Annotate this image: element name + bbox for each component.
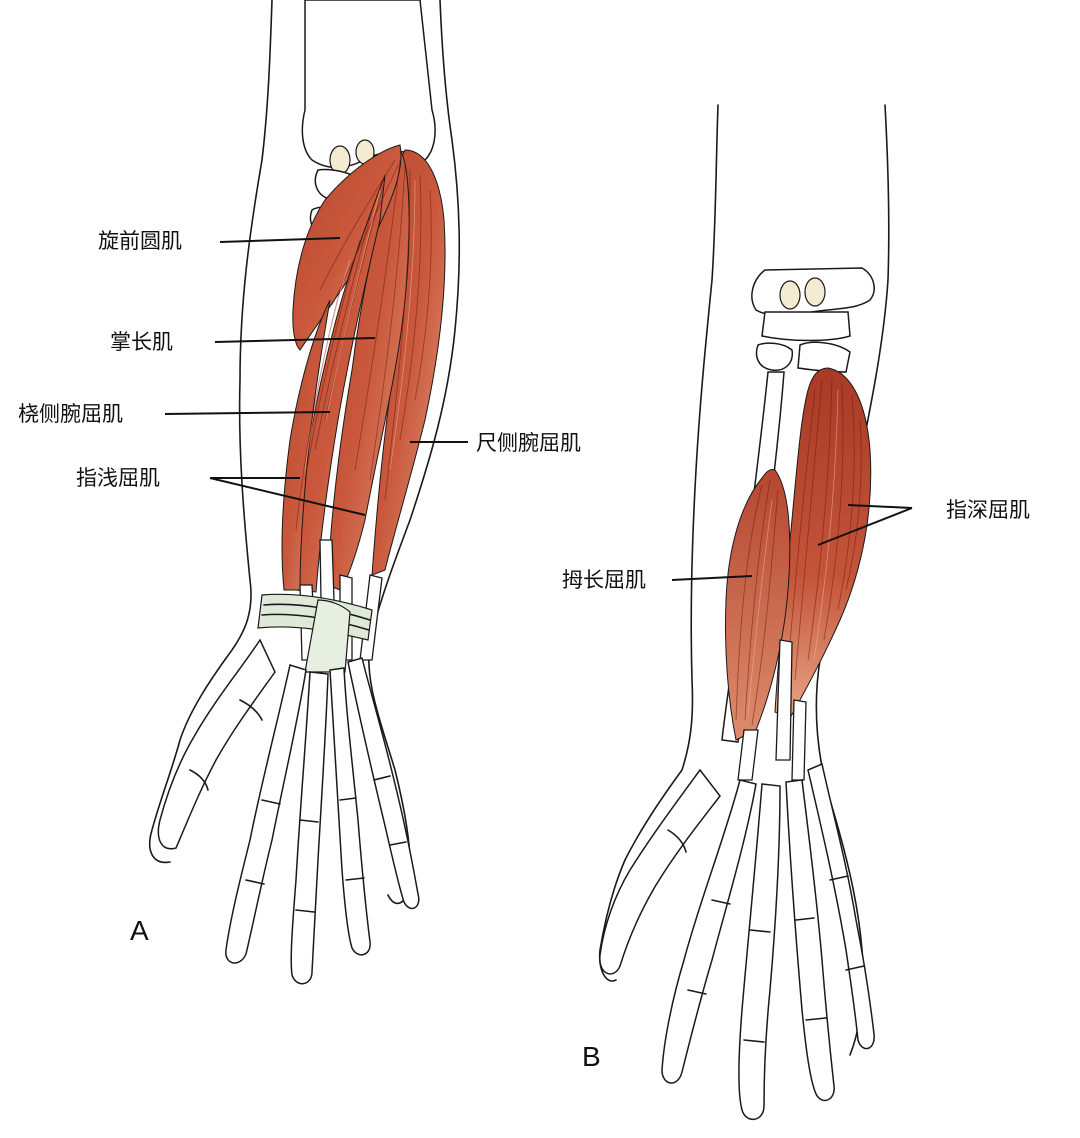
index-joint-2 [245, 879, 265, 885]
ring-b-joint-1 [795, 917, 815, 921]
tendon-b-2 [791, 699, 807, 781]
radius-head-b [755, 342, 794, 371]
little-finger-a [347, 657, 420, 910]
panel-b: 指深屈肌 拇长屈肌 B [562, 104, 1030, 1120]
arm-outline-a-right [367, 0, 461, 905]
middle-joint-2 [295, 909, 315, 913]
tendon-b-1 [775, 639, 793, 761]
label-flexor-digitorum-profundus: 指深屈肌 [946, 498, 1030, 522]
little-joint-1 [373, 775, 391, 781]
label-flexor-carpi-radialis: 桡侧腕屈肌 [18, 402, 123, 426]
trochlea-b-1 [779, 280, 801, 310]
muscle-fibers-a [295, 159, 432, 531]
little-b-joint-1 [829, 875, 849, 881]
thumb-joint [239, 699, 263, 721]
ring-finger-b [785, 779, 835, 1102]
middle-finger-a [290, 671, 329, 985]
leader-fdp-1 [847, 504, 913, 509]
palmar-aponeurosis-a [304, 599, 351, 673]
label-pronator-teres: 旋前圆肌 [98, 229, 182, 253]
trochlea-b-2 [804, 277, 826, 307]
panel-letter-b: B [582, 1041, 601, 1072]
leader-fpl [671, 575, 753, 581]
hand-a [157, 638, 420, 985]
hand-b [599, 762, 875, 1120]
ring-finger-a [329, 667, 371, 956]
leader-palmaris-longus [214, 337, 376, 343]
middle-b-joint-2 [743, 1039, 765, 1043]
leader-fdp-2 [817, 507, 913, 546]
arm-outline-a-left [148, 0, 273, 864]
arm-outline-b-left [598, 104, 719, 982]
middle-finger-b [738, 783, 781, 1120]
ring-joint-2 [345, 877, 365, 881]
panel-a: 旋前圆肌 掌长肌 桡侧腕屈肌 指浅屈肌 尺侧腕屈肌 A [18, 0, 581, 985]
little-b-joint-2 [845, 965, 865, 971]
leader-fds-2 [209, 477, 366, 516]
ulna-b [761, 311, 851, 342]
leader-pronator-teres [219, 237, 341, 243]
label-palmaris-longus: 掌长肌 [110, 330, 173, 354]
label-flexor-digitorum-superficialis: 指浅屈肌 [76, 466, 160, 490]
label-flexor-carpi-ulnaris: 尺侧腕屈肌 [476, 431, 581, 455]
tendon-b-3 [737, 729, 759, 781]
label-flexor-pollicis-longus: 拇长屈肌 [562, 568, 646, 592]
little-finger-b [807, 762, 875, 1050]
index-b-joint-1 [711, 899, 731, 905]
thumb-joint-2 [189, 769, 209, 791]
index-joint-1 [261, 799, 281, 805]
leader-flexor-carpi-radialis [164, 411, 331, 415]
ulna-shaft-b [797, 341, 851, 373]
middle-b-joint-1 [749, 929, 771, 933]
index-b-joint-2 [687, 989, 707, 995]
panel-letter-a: A [130, 915, 149, 946]
thumb-a [157, 638, 276, 850]
index-finger-b [661, 779, 757, 1084]
thumb-b-joint [667, 829, 687, 853]
ring-b-joint-2 [805, 1017, 827, 1021]
flexor-digitorum-superficialis-muscle [281, 299, 331, 591]
middle-joint-1 [299, 819, 319, 823]
little-joint-2 [389, 841, 407, 846]
ring-joint-1 [339, 797, 357, 801]
thumb-b [599, 768, 721, 975]
index-finger-a [225, 664, 307, 964]
